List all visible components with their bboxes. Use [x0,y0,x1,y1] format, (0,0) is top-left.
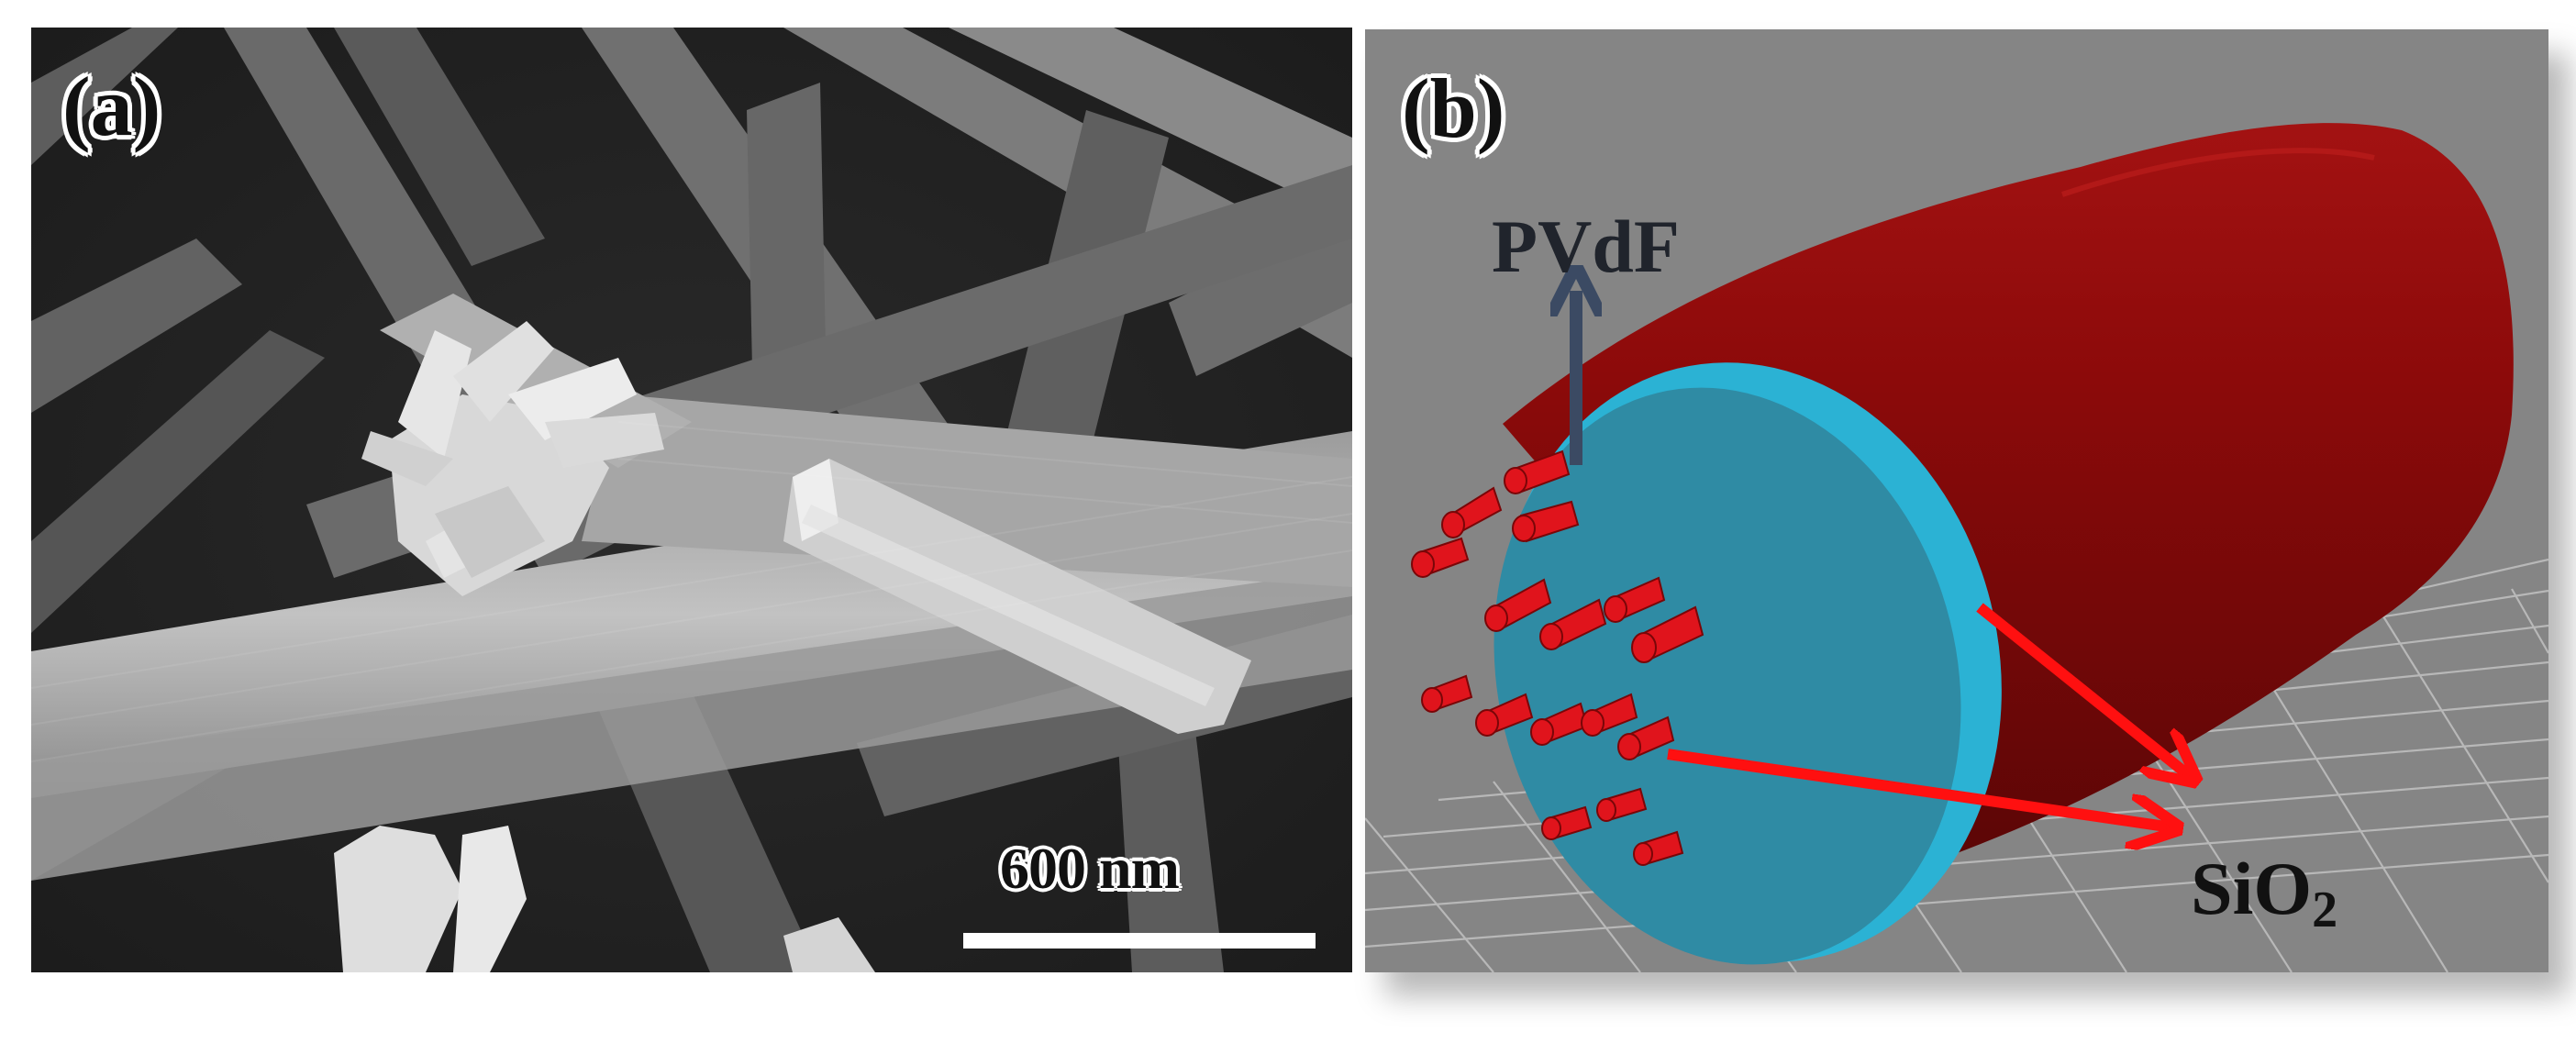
sio2-label-base: SiO [2191,847,2313,930]
fiber-texture [31,421,1352,762]
annotation-arrows [1576,291,2191,827]
schematic-panel: (b) PVdF SiO2 [1365,29,2548,972]
bottom-fibril-clump [334,826,875,972]
panel-a-label: (a) [62,60,161,153]
sio2-arrow-particles [1667,749,2172,827]
sio2-label-subscript: 2 [2312,882,2338,938]
sio2-label: SiO2 [2191,846,2337,939]
broken-fiber-fibrils [361,321,664,596]
sem-micrograph-image [31,28,1352,972]
pvdf-label: PVdF [1492,205,1680,288]
detached-fiber-fragment [783,459,1251,734]
core-shell-fiber-schematic [1365,123,2548,972]
sio2-particles [1411,449,1704,866]
scale-bar-label: 600 nm [1000,836,1180,901]
sio2-arrow-shell [1976,603,2191,777]
sem-micrograph-panel: (a) 600 nm [31,28,1352,972]
panel-b-label: (b) [1402,61,1505,155]
scale-bar [963,933,1316,949]
